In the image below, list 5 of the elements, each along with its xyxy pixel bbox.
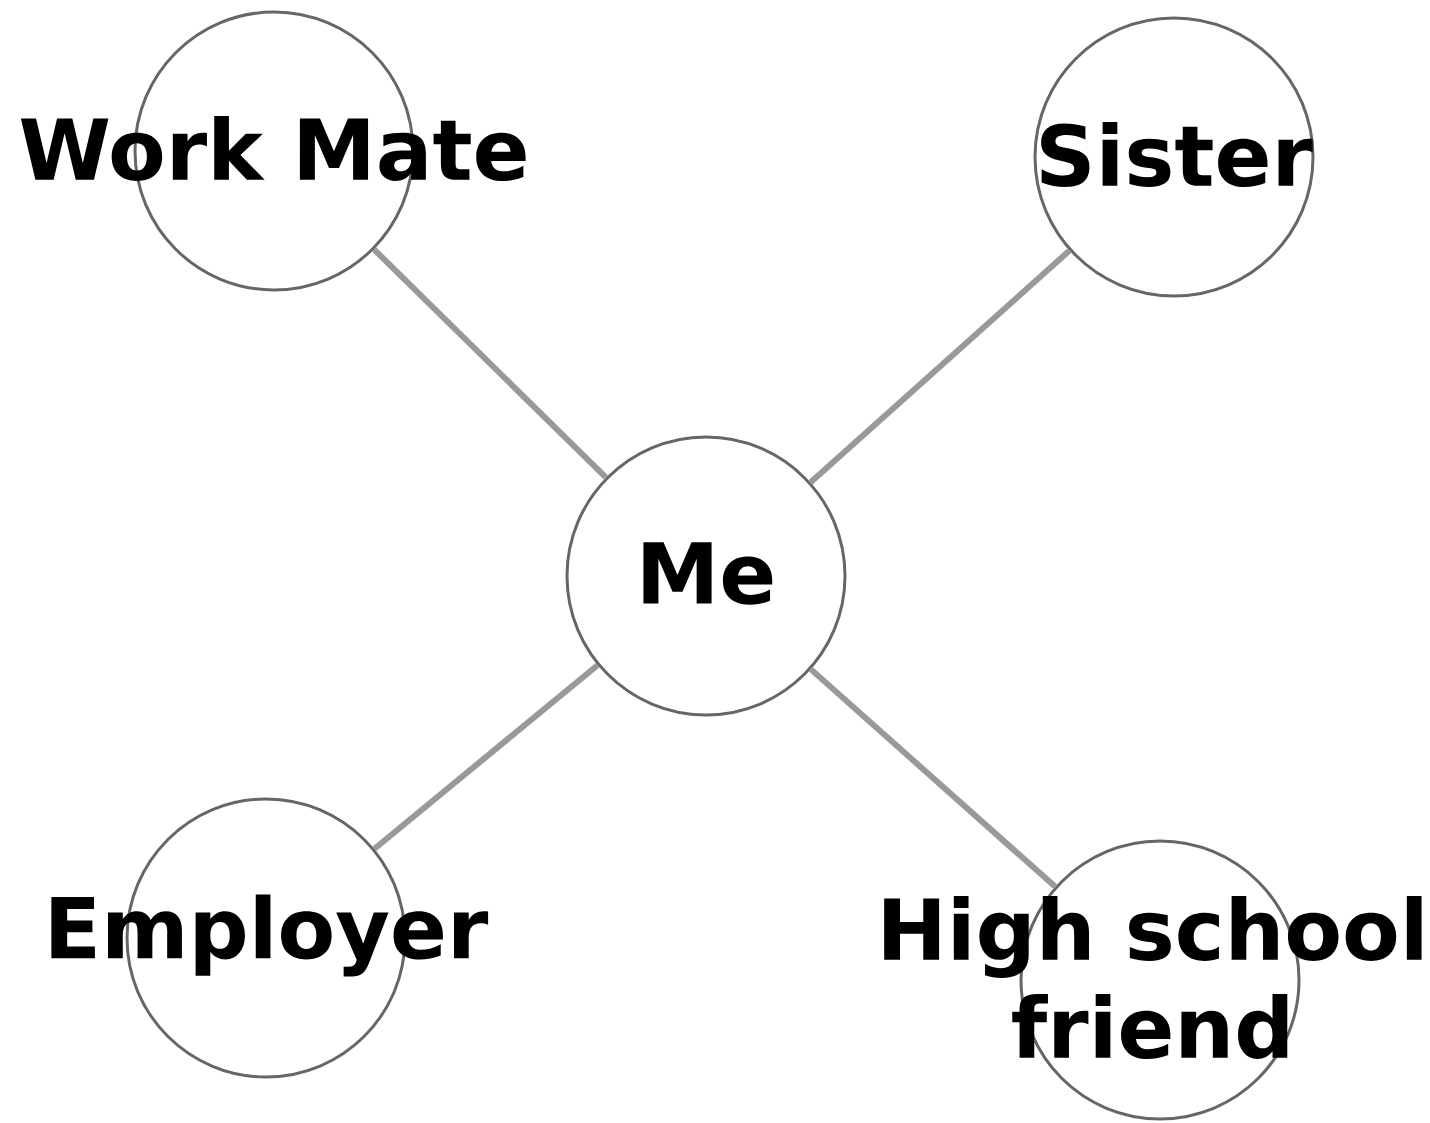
circle-node: Me <box>565 435 847 717</box>
connector-line <box>808 248 1072 485</box>
connector-line <box>372 247 608 480</box>
connector-line <box>372 662 600 852</box>
connector-line <box>808 667 1058 889</box>
